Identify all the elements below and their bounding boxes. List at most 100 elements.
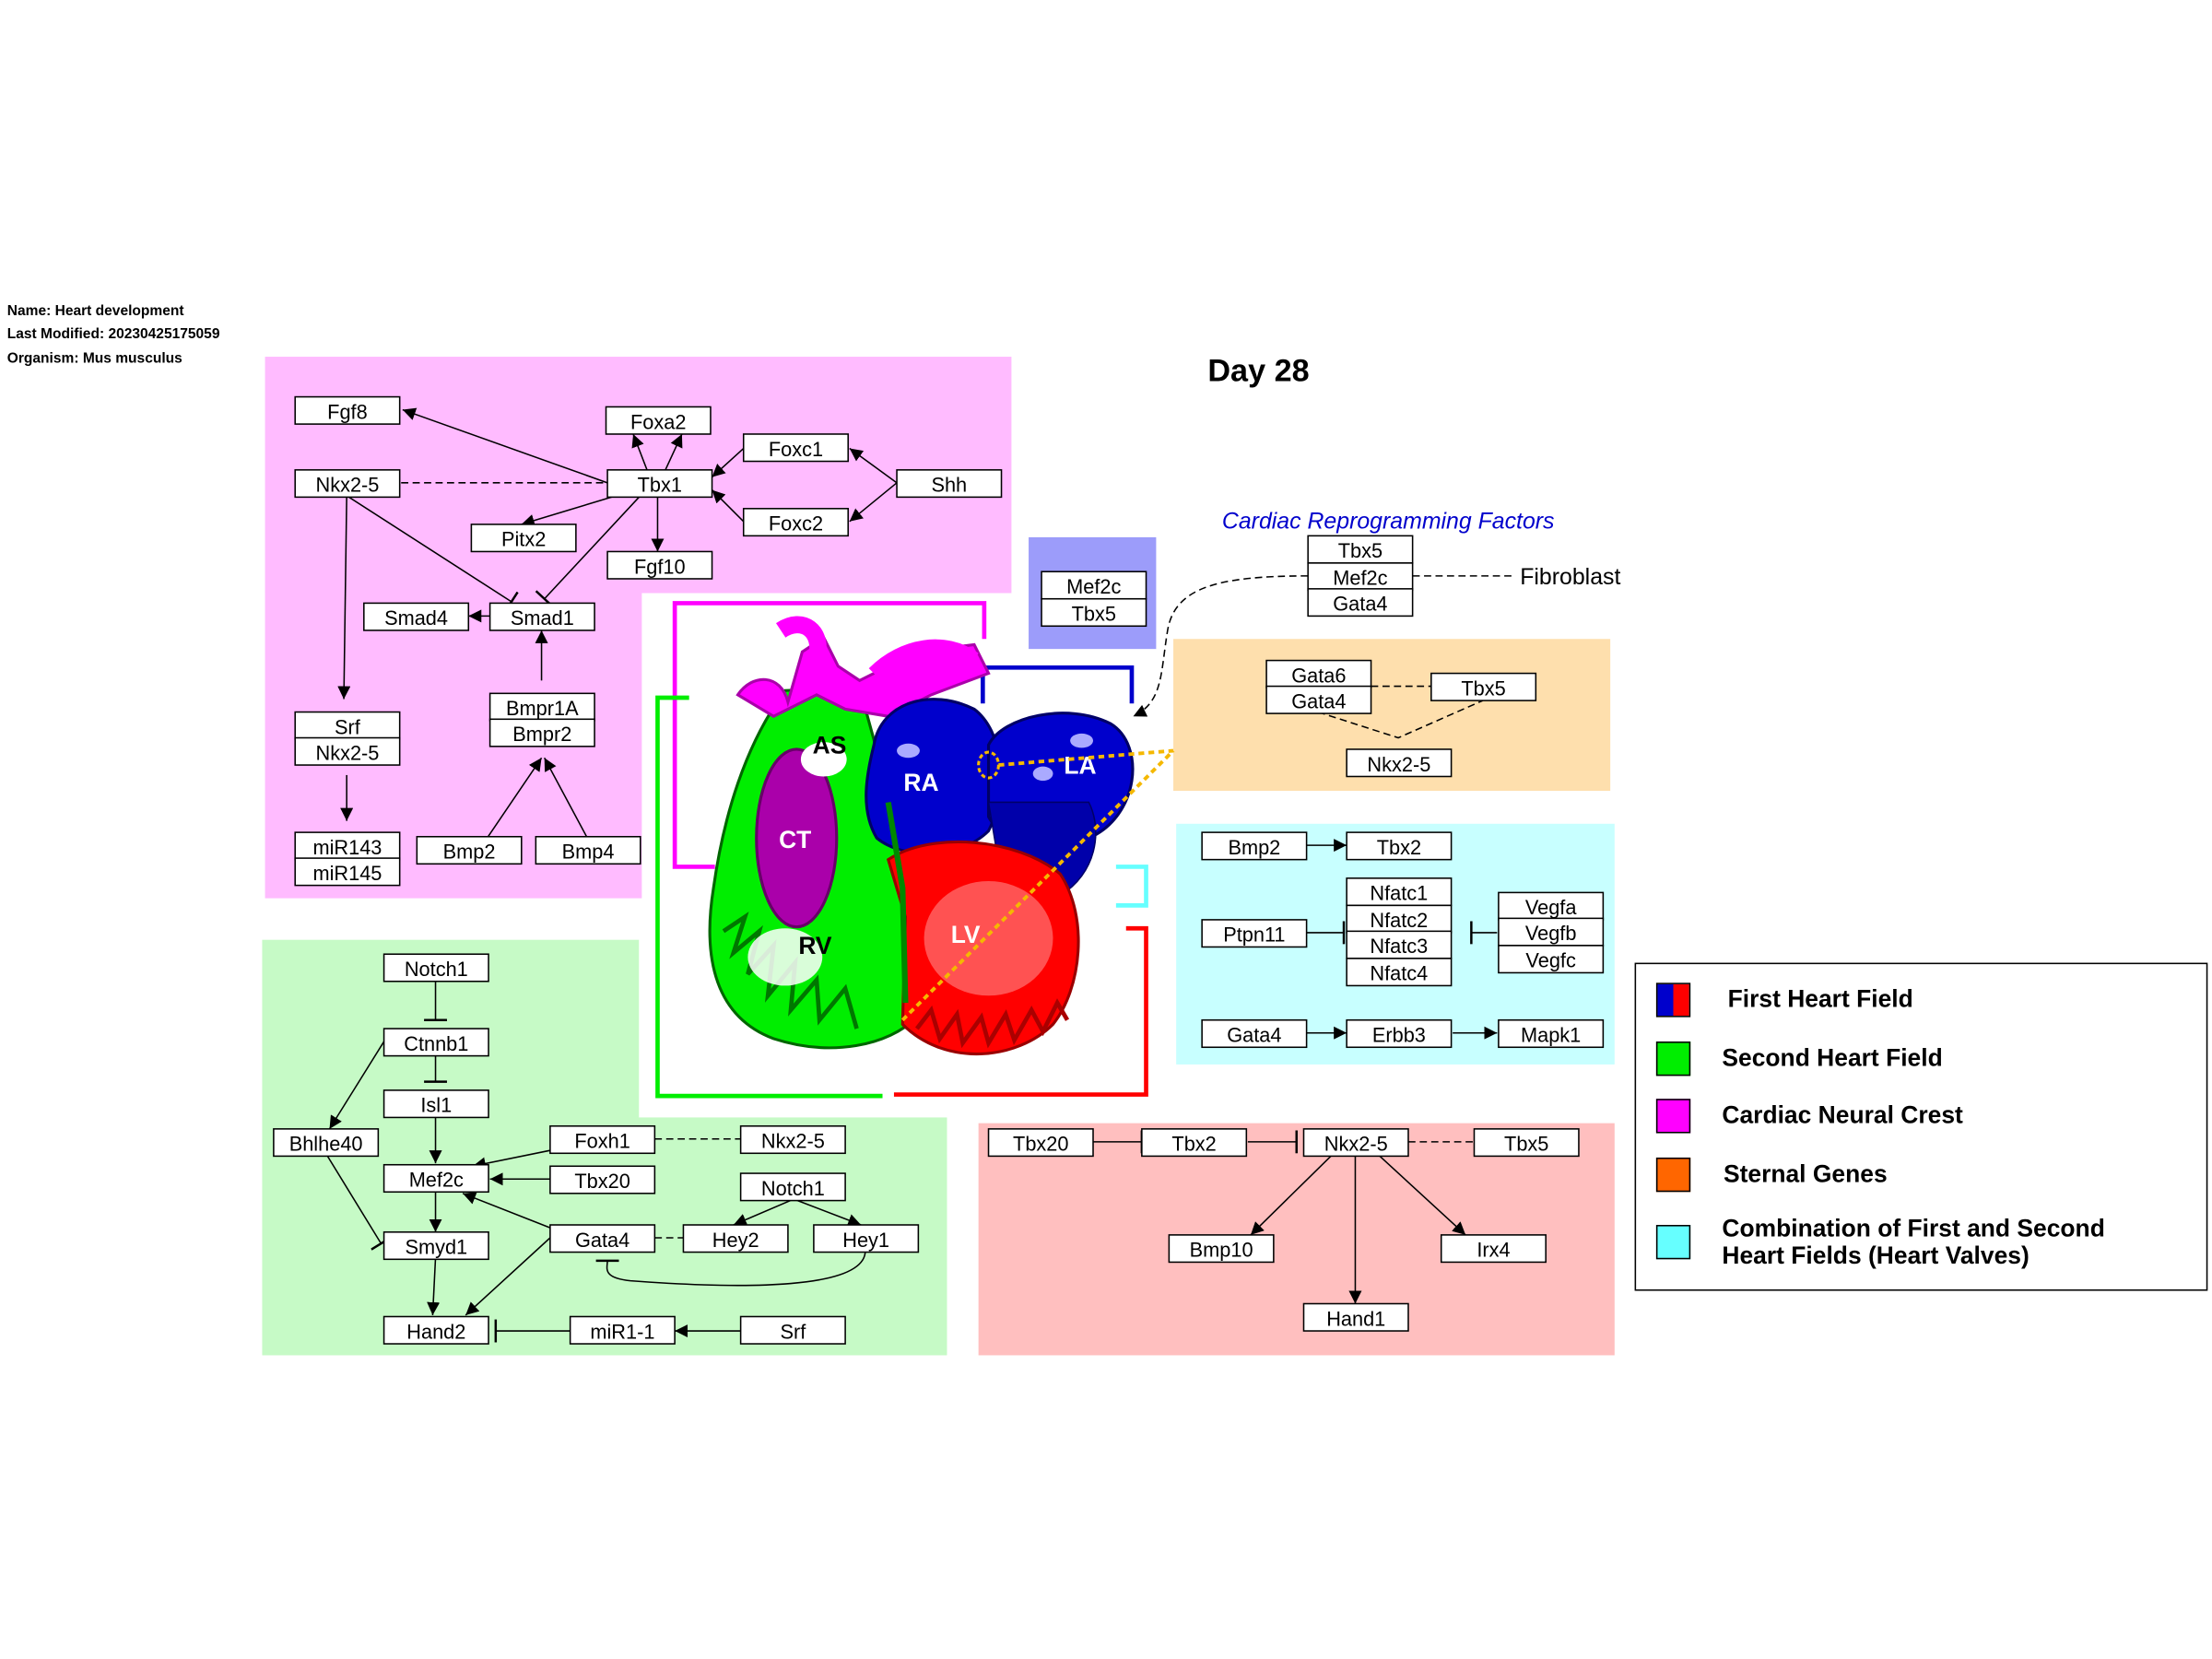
gene-node-tbx5[interactable]: Tbx5 <box>1473 1128 1580 1158</box>
gene-node-tbx2[interactable]: Tbx2 <box>1346 831 1453 861</box>
gene-node-label: Tbx1 <box>638 474 682 497</box>
gene-node-tbx5[interactable]: Tbx5 <box>1430 672 1537 701</box>
gene-node-notch1[interactable]: Notch1 <box>382 953 489 982</box>
gene-node-bhlhe40[interactable]: Bhlhe40 <box>273 1128 380 1158</box>
gene-node-vegfa[interactable]: Vegfa <box>1498 891 1605 921</box>
heart-label-lv: LV <box>951 921 981 948</box>
gene-node-mef2c[interactable]: Mef2c <box>1041 571 1147 600</box>
gene-node-nkx2-5[interactable]: Nkx2-5 <box>1346 748 1453 778</box>
gene-node-bmp2[interactable]: Bmp2 <box>1201 831 1308 861</box>
gene-node-foxa2[interactable]: Foxa2 <box>605 406 712 435</box>
gene-node-box <box>1498 1018 1605 1049</box>
gene-node-nkx2-5[interactable]: Nkx2-5 <box>294 736 401 766</box>
gene-node-gata4[interactable]: Gata4 <box>1201 1018 1308 1049</box>
gene-node-smad4[interactable]: Smad4 <box>363 602 470 631</box>
gene-node-label: Mef2c <box>1066 575 1121 598</box>
gene-node-gata4[interactable]: Gata4 <box>549 1224 656 1253</box>
gene-node-mef2c[interactable]: Mef2c <box>1307 562 1414 592</box>
gene-node-mir1-1[interactable]: miR1-1 <box>569 1315 676 1345</box>
heart-label-rv: RV <box>798 932 832 959</box>
gene-node-nfatc2[interactable]: Nfatc2 <box>1346 904 1453 934</box>
gene-node-fgf10[interactable]: Fgf10 <box>606 550 713 580</box>
gene-node-hand1[interactable]: Hand1 <box>1302 1302 1409 1332</box>
gene-node-nkx2-5[interactable]: Nkx2-5 <box>294 469 401 499</box>
gene-node-gata4[interactable]: Gata4 <box>1265 685 1372 714</box>
gene-node-foxh1[interactable]: Foxh1 <box>549 1124 656 1155</box>
gene-node-notch1[interactable]: Notch1 <box>739 1172 846 1202</box>
gene-node-tbx1[interactable]: Tbx1 <box>606 469 713 499</box>
gene-node-box <box>569 1315 676 1345</box>
gene-node-label: Erbb3 <box>1372 1024 1426 1047</box>
gene-node-mef2c[interactable]: Mef2c <box>382 1163 489 1194</box>
la-vein-2 <box>1032 766 1053 782</box>
gene-node-ptpn11[interactable]: Ptpn11 <box>1201 919 1308 948</box>
gene-node-box <box>382 1163 489 1194</box>
neural-crest-arch-left <box>775 616 827 662</box>
gene-node-smad1[interactable]: Smad1 <box>488 602 595 631</box>
gene-node-box <box>606 550 713 580</box>
gene-node-srf[interactable]: Srf <box>739 1315 846 1345</box>
gene-node-box <box>273 1128 380 1158</box>
gene-node-smyd1[interactable]: Smyd1 <box>382 1231 489 1261</box>
gene-node-nfatc3[interactable]: Nfatc3 <box>1346 930 1453 959</box>
heart-illustration <box>708 616 1135 1056</box>
gene-node-hey1[interactable]: Hey1 <box>813 1224 920 1253</box>
gene-node-foxc2[interactable]: Foxc2 <box>742 508 849 537</box>
gene-node-mir145[interactable]: miR145 <box>294 857 401 887</box>
gene-node-box <box>742 508 849 537</box>
gene-node-box <box>549 1124 656 1155</box>
gene-node-label: Vegfc <box>1525 949 1576 972</box>
gene-node-tbx5[interactable]: Tbx5 <box>1307 535 1414 564</box>
gene-node-tbx20[interactable]: Tbx20 <box>549 1165 656 1194</box>
gene-node-box <box>813 1224 920 1253</box>
gene-node-vegfc[interactable]: Vegfc <box>1498 945 1605 974</box>
gene-node-hey2[interactable]: Hey2 <box>682 1224 789 1253</box>
gene-node-ctnnb1[interactable]: Ctnnb1 <box>382 1028 489 1057</box>
gene-node-label: Srf <box>780 1320 806 1343</box>
gene-node-erbb3[interactable]: Erbb3 <box>1346 1018 1453 1049</box>
green-swatch-icon <box>1655 1041 1691 1077</box>
gene-node-pitx2[interactable]: Pitx2 <box>470 524 577 553</box>
gene-node-box <box>1265 685 1372 714</box>
gene-node-nkx2-5[interactable]: Nkx2-5 <box>739 1124 846 1155</box>
gene-node-box <box>1041 597 1147 628</box>
gene-node-srf[interactable]: Srf <box>294 711 401 740</box>
gene-node-gata4[interactable]: Gata4 <box>1307 588 1414 618</box>
gene-node-box <box>742 433 849 463</box>
gene-node-bmpr2[interactable]: Bmpr2 <box>488 718 595 747</box>
gene-node-tbx5[interactable]: Tbx5 <box>1041 597 1147 628</box>
gene-node-nfatc1[interactable]: Nfatc1 <box>1346 877 1453 907</box>
gene-node-gata6[interactable]: Gata6 <box>1265 659 1372 688</box>
gene-node-bmpr1a[interactable]: Bmpr1A <box>488 692 595 722</box>
gene-node-fgf8[interactable]: Fgf8 <box>294 395 401 425</box>
gene-node-bmp4[interactable]: Bmp4 <box>535 835 641 865</box>
lv-trabeculae <box>914 998 1070 1049</box>
gene-node-foxc1[interactable]: Foxc1 <box>742 433 849 463</box>
gene-node-mir143[interactable]: miR143 <box>294 831 401 861</box>
gene-node-bmp2[interactable]: Bmp2 <box>416 835 523 865</box>
gene-node-mapk1[interactable]: Mapk1 <box>1498 1018 1605 1049</box>
gene-node-isl1[interactable]: Isl1 <box>382 1089 489 1119</box>
gene-node-nfatc4[interactable]: Nfatc4 <box>1346 958 1453 987</box>
gene-node-label: Isl1 <box>420 1094 452 1117</box>
gene-node-label: Hey2 <box>712 1229 759 1252</box>
legend-label: Combination of First and Second Heart Fi… <box>1722 1215 2105 1270</box>
gene-node-label: Nkx2-5 <box>1367 753 1430 776</box>
heart-labels: AS RA LA CT RV LV <box>779 732 1097 960</box>
gene-node-label: Nfatc1 <box>1370 882 1428 905</box>
gene-node-box <box>1201 919 1308 948</box>
gene-node-shh[interactable]: Shh <box>896 469 1003 499</box>
gene-node-hand2[interactable]: Hand2 <box>382 1315 489 1345</box>
gene-node-box <box>382 1315 489 1345</box>
first-field-red-bracket <box>893 925 1148 1097</box>
gene-node-tbx2[interactable]: Tbx2 <box>1141 1128 1248 1158</box>
blue-red-swatch-icon <box>1655 982 1691 1018</box>
gene-node-vegfb[interactable]: Vegfb <box>1498 917 1605 947</box>
sternal-callout-circle <box>977 750 1000 780</box>
gene-node-irx4[interactable]: Irx4 <box>1440 1234 1547 1264</box>
legend-first-heart-field: First Heart Field <box>1655 982 1913 1018</box>
gene-node-nkx2-5[interactable]: Nkx2-5 <box>1302 1128 1409 1158</box>
gene-node-tbx20[interactable]: Tbx20 <box>987 1128 1094 1158</box>
gene-node-bmp10[interactable]: Bmp10 <box>1168 1234 1275 1264</box>
